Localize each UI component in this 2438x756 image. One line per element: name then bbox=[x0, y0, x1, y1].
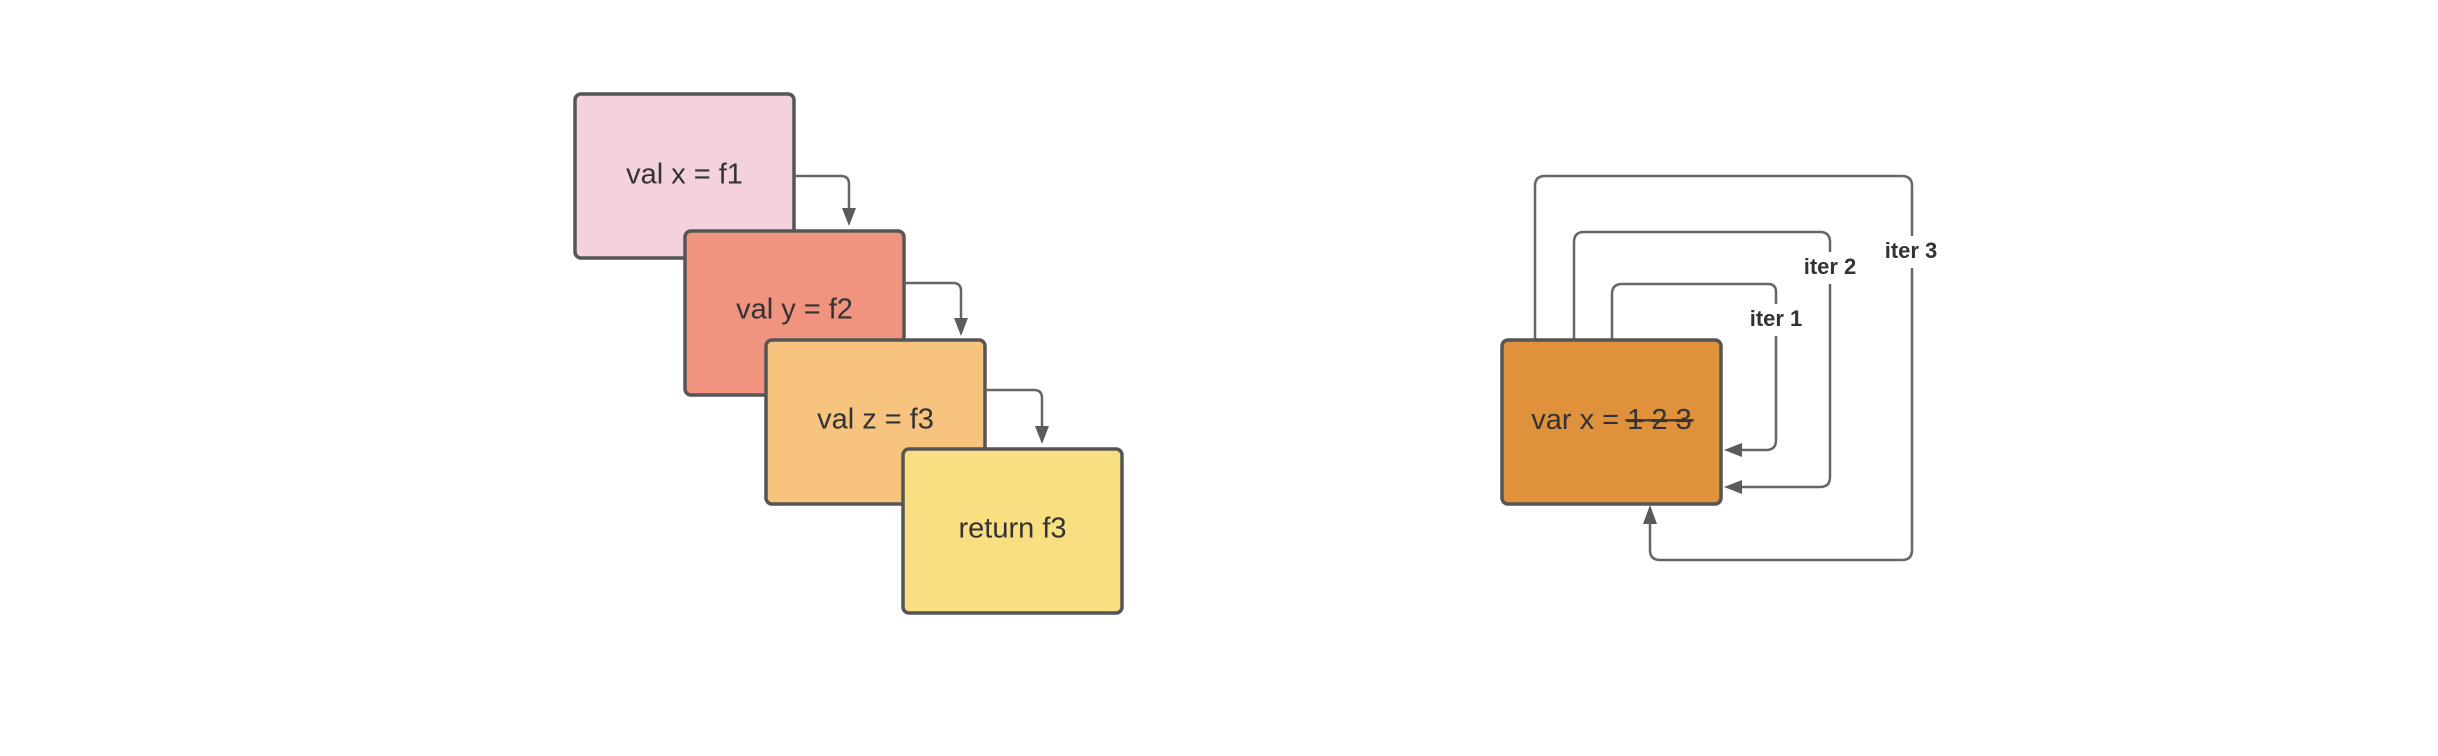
box-val-z-label: val z = f3 bbox=[817, 404, 934, 436]
iter-1-label: iter 1 bbox=[1750, 306, 1803, 331]
box-val-y-label: val y = f2 bbox=[736, 294, 853, 326]
val-chain-diagram: val x = f1 val y = f2 val z = f3 bbox=[573, 92, 1124, 615]
arrowhead-icon bbox=[842, 208, 856, 226]
box-return-shape bbox=[901, 447, 1124, 615]
box-var-x: var x = 1 2 3 bbox=[1500, 338, 1723, 506]
box-return: return f3 bbox=[901, 447, 1124, 615]
connector-y-to-z bbox=[904, 281, 968, 336]
arrowhead-icon bbox=[1724, 443, 1742, 457]
box-val-x-label: val x = f1 bbox=[626, 159, 743, 191]
arrowhead-icon bbox=[1035, 426, 1049, 444]
arrowhead-icon bbox=[1724, 480, 1742, 494]
connector-x-to-y bbox=[794, 174, 856, 226]
box-var-x-label: var x = 1 2 3 bbox=[1531, 404, 1691, 436]
loop-iter-1: iter 1 bbox=[1610, 282, 1809, 457]
arrowhead-icon bbox=[1643, 505, 1657, 524]
box-var-x-shape bbox=[1500, 338, 1723, 506]
box-return-label: return f3 bbox=[959, 513, 1067, 545]
iter-2-label: iter 2 bbox=[1804, 254, 1857, 279]
connector-z-to-return bbox=[985, 388, 1049, 444]
loop-iter-3: iter 3 bbox=[1533, 174, 1944, 562]
loop-iter-2: iter 2 bbox=[1572, 230, 1863, 494]
var-loop-diagram: iter 3 iter 2 iter 1 var x = 1 2 3 bbox=[1500, 174, 1944, 562]
arrowhead-icon bbox=[954, 318, 968, 336]
var-x-prefix: var x = bbox=[1531, 404, 1627, 436]
iter-3-label: iter 3 bbox=[1885, 238, 1938, 263]
